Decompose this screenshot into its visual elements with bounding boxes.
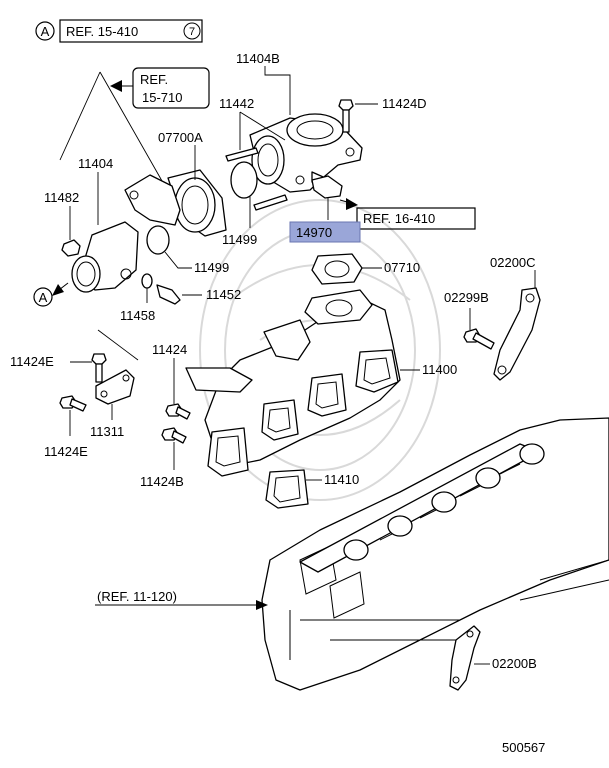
- arrow-icon: [110, 80, 122, 92]
- label-02200b: 02200B: [492, 656, 537, 671]
- studs-11442: [225, 111, 288, 211]
- label-11424: 11424: [152, 342, 187, 357]
- nut-11482: [61, 206, 81, 257]
- bolt-11424e-top: [70, 353, 107, 383]
- bolt-11424b: [161, 427, 187, 470]
- label-14970: 14970: [296, 225, 332, 240]
- gasket-11499-upper: [230, 161, 258, 228]
- label-11424b: 11424B: [140, 474, 184, 489]
- label-02200c: 02200C: [490, 255, 536, 270]
- label-11311: 11311: [90, 424, 124, 439]
- ref-circle-a: A: [41, 24, 50, 39]
- label-11458: 11458: [120, 308, 155, 323]
- label-ref-11-120: (REF. 11-120): [97, 589, 177, 604]
- bracket-02200b: [449, 625, 490, 691]
- water-inlet-11404: [71, 172, 181, 293]
- label-07710: 07710: [384, 260, 420, 275]
- bolt-11424e-bottom: [59, 395, 87, 436]
- sensor-14970: [311, 175, 358, 220]
- label-11452: 11452: [206, 287, 241, 302]
- ref-16-410-text: REF. 16-410: [363, 211, 435, 226]
- gasket-11410: [265, 469, 322, 509]
- label-02299b: 02299B: [444, 290, 489, 305]
- bolt-11424: [165, 358, 191, 420]
- bracket-11311: [95, 329, 139, 420]
- bolt-11424d: [338, 99, 378, 133]
- ref-a-arrow: A: [33, 282, 69, 307]
- ref-15-710-line1: REF.: [140, 72, 168, 87]
- gasket-11499-lower: [146, 225, 192, 269]
- bracket-02200c: [493, 270, 541, 381]
- label-07700a: 07700A: [158, 130, 203, 145]
- ref-circle-7: 7: [189, 26, 195, 38]
- bolt-02299b: [463, 308, 495, 350]
- label-11424e-top: 11424E: [10, 354, 54, 369]
- ref-15-410-callout: A REF. 15-410 7: [35, 19, 203, 43]
- label-11499-upper: 11499: [222, 232, 257, 247]
- label-11482: 11482: [44, 190, 79, 205]
- label-11404: 11404: [78, 156, 113, 171]
- intake-manifold-11400: [185, 289, 420, 477]
- label-11410: 11410: [324, 472, 359, 487]
- ref-15-410-text: REF. 15-410: [66, 24, 138, 39]
- gasket-07710: [311, 253, 382, 285]
- sensor-11452: [156, 284, 202, 305]
- ref-15-710-line2: 15-710: [142, 90, 182, 105]
- ref-circle-a-left: A: [39, 290, 48, 305]
- label-11404b: 11404B: [236, 51, 280, 66]
- ref-16-410-callout: REF. 16-410: [356, 207, 476, 230]
- ref-15-710-callout: REF. 15-710: [59, 67, 210, 196]
- label-11424e-bottom: 11424E: [44, 444, 88, 459]
- washer-11458: [141, 273, 153, 303]
- label-11442: 11442: [219, 96, 254, 111]
- cylinder-head: [95, 417, 609, 691]
- label-11400: 11400: [422, 362, 457, 377]
- highlight-14970: [289, 221, 361, 243]
- label-11424d: 11424D: [382, 96, 427, 111]
- thermostat-07700a: [167, 145, 227, 237]
- diagram-id: 500567: [502, 740, 545, 755]
- label-11499-lower: 11499: [194, 260, 229, 275]
